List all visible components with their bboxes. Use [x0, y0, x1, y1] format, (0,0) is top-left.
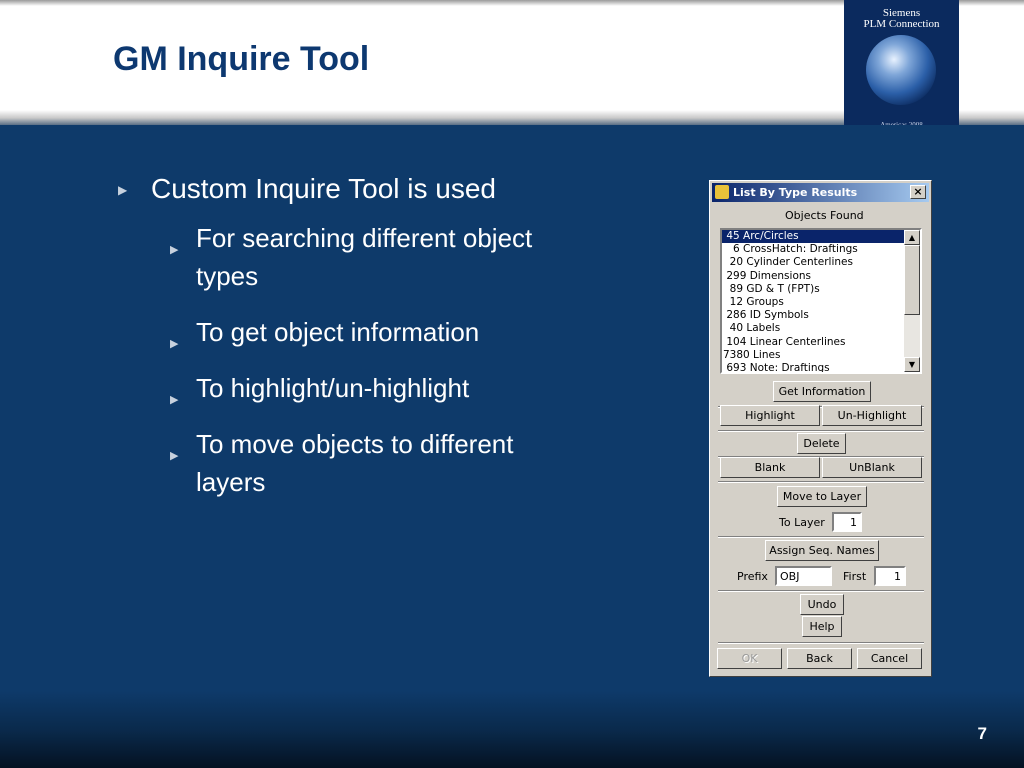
divider [718, 590, 924, 592]
divider [718, 406, 924, 408]
divider [718, 536, 924, 538]
list-by-type-dialog: List By Type Results × Objects Found 45 … [709, 180, 932, 677]
app-icon [715, 185, 729, 199]
divider [718, 642, 924, 644]
divider [718, 481, 924, 483]
bullet-sub: To get object information [118, 313, 536, 363]
prefix-field[interactable]: OBJ [775, 566, 832, 586]
logo-line1: Siemens [882, 7, 921, 19]
list-item[interactable]: 45 Arc/Circles [722, 230, 920, 244]
scroll-down-arrow-icon[interactable]: ▼ [904, 357, 920, 372]
list-item[interactable]: 40 Labels [723, 322, 781, 335]
un-highlight-button[interactable]: Un-Highlight [822, 405, 922, 426]
objects-found-label: Objects Found [785, 209, 864, 222]
to-layer-label: To Layer [779, 516, 825, 529]
undo-button[interactable]: Undo [800, 594, 844, 615]
close-button[interactable]: × [910, 185, 926, 199]
dialog-titlebar[interactable]: List By Type Results × [712, 183, 929, 202]
divider [718, 456, 924, 458]
back-button[interactable]: Back [787, 648, 852, 669]
objects-list[interactable]: 45 Arc/Circles 6 CrossHatch: Draftings 2… [720, 228, 922, 374]
list-item[interactable]: 104 Linear Centerlines [723, 335, 846, 348]
bullet-list: Custom Inquire Tool is used For searchin… [118, 173, 536, 501]
scroll-thumb[interactable] [904, 245, 920, 315]
scroll-up-arrow-icon[interactable]: ▲ [904, 230, 920, 245]
list-scrollbar[interactable]: ▲ ▼ [904, 230, 920, 372]
conference-logo: Siemens PLM Connection Americas 2008 [844, 0, 959, 136]
list-item[interactable]: 89 GD & T (FPT)s [723, 282, 820, 295]
list-item[interactable]: 693 Note: Draftings [723, 361, 830, 374]
bullet-sub: To move objects to different layers [118, 425, 536, 501]
delete-button[interactable]: Delete [797, 433, 846, 454]
slide-title: GM Inquire Tool [113, 40, 370, 78]
dialog-title: List By Type Results [733, 186, 858, 199]
bullet-sub: To highlight/un-highlight [118, 369, 536, 419]
list-item[interactable]: 12 Groups [723, 295, 784, 308]
page-number: 7 [977, 724, 987, 743]
list-item[interactable]: 6 CrossHatch: Draftings [723, 243, 858, 256]
to-layer-field[interactable]: 1 [832, 512, 862, 532]
globe-icon [866, 35, 936, 105]
ok-button[interactable]: OK [717, 648, 782, 669]
assign-seq-names-button[interactable]: Assign Seq. Names [765, 540, 879, 561]
first-label: First [843, 570, 867, 583]
help-button[interactable]: Help [802, 616, 842, 637]
list-item[interactable]: 20 Cylinder Centerlines [723, 256, 853, 269]
list-item[interactable]: 299 Dimensions [723, 269, 811, 282]
prefix-label: Prefix [737, 570, 768, 583]
list-item[interactable]: 7380 Lines [723, 348, 781, 361]
divider [718, 430, 924, 432]
unblank-button[interactable]: UnBlank [822, 457, 922, 478]
move-to-layer-button[interactable]: Move to Layer [777, 486, 867, 507]
list-item[interactable]: 286 ID Symbols [723, 309, 809, 322]
cancel-button[interactable]: Cancel [857, 648, 922, 669]
logo-line2: PLM Connection [863, 18, 940, 30]
first-field[interactable]: 1 [874, 566, 906, 586]
highlight-button[interactable]: Highlight [720, 405, 820, 426]
get-information-button[interactable]: Get Information [773, 381, 871, 402]
bullet-sub: For searching different object types [118, 219, 536, 295]
slide-header: GM Inquire Tool Siemens PLM Connection A… [0, 0, 1024, 136]
bullet-main: Custom Inquire Tool is used [118, 173, 536, 205]
blank-button[interactable]: Blank [720, 457, 820, 478]
